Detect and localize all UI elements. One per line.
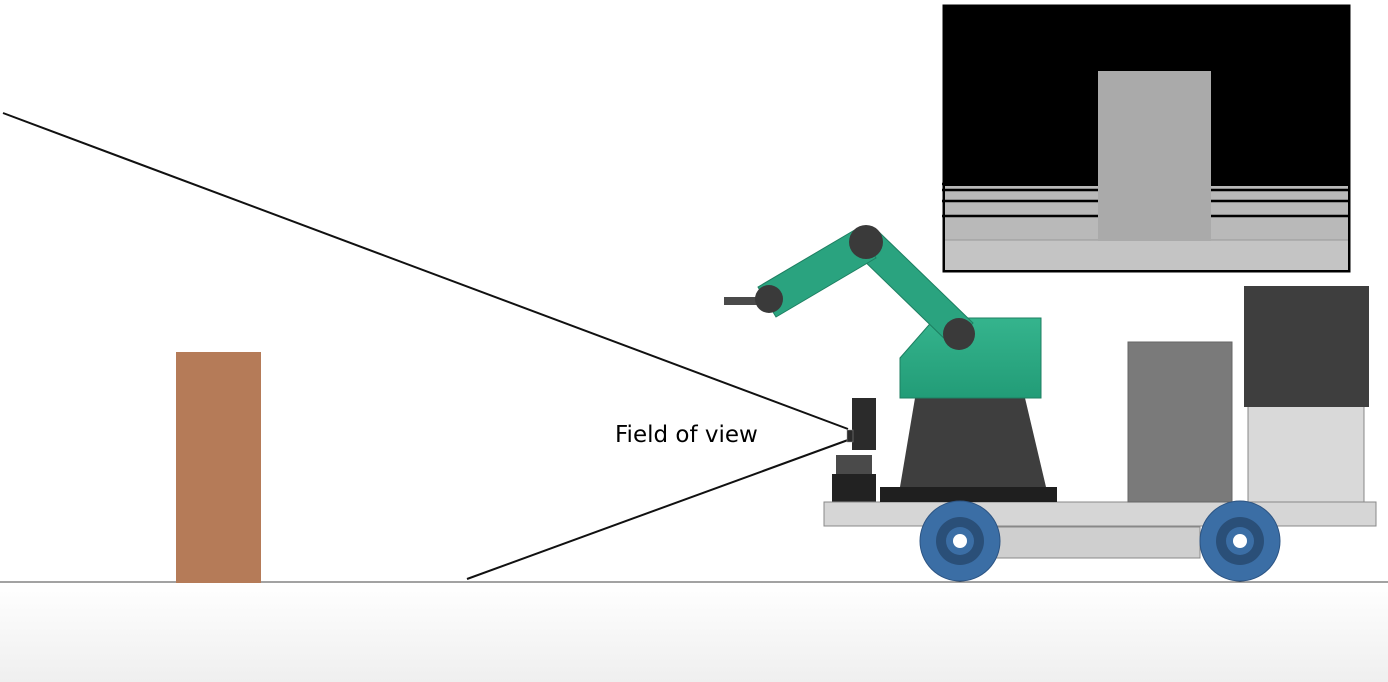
shoulder-joint bbox=[943, 318, 975, 350]
wheel-rear bbox=[1199, 500, 1281, 582]
robot-tower bbox=[880, 398, 1057, 502]
wheel-front bbox=[919, 500, 1001, 582]
floor bbox=[0, 582, 1388, 682]
field-of-view-label: Field of view bbox=[615, 422, 758, 448]
wrist-joint bbox=[755, 285, 783, 313]
elbow-joint bbox=[849, 225, 883, 259]
fov-lower-line bbox=[466, 439, 849, 580]
equipment-block-gray bbox=[1127, 341, 1233, 503]
equipment-stack bbox=[1244, 286, 1369, 503]
mobile-base bbox=[823, 501, 1377, 559]
obstacle-box bbox=[176, 352, 261, 583]
fov-upper-line bbox=[2, 112, 849, 430]
gripper bbox=[724, 297, 764, 305]
camera-view-inset bbox=[942, 4, 1351, 273]
camera-sensor bbox=[832, 398, 876, 502]
robot-arm bbox=[724, 225, 1042, 399]
camera-view-object bbox=[1098, 71, 1211, 241]
